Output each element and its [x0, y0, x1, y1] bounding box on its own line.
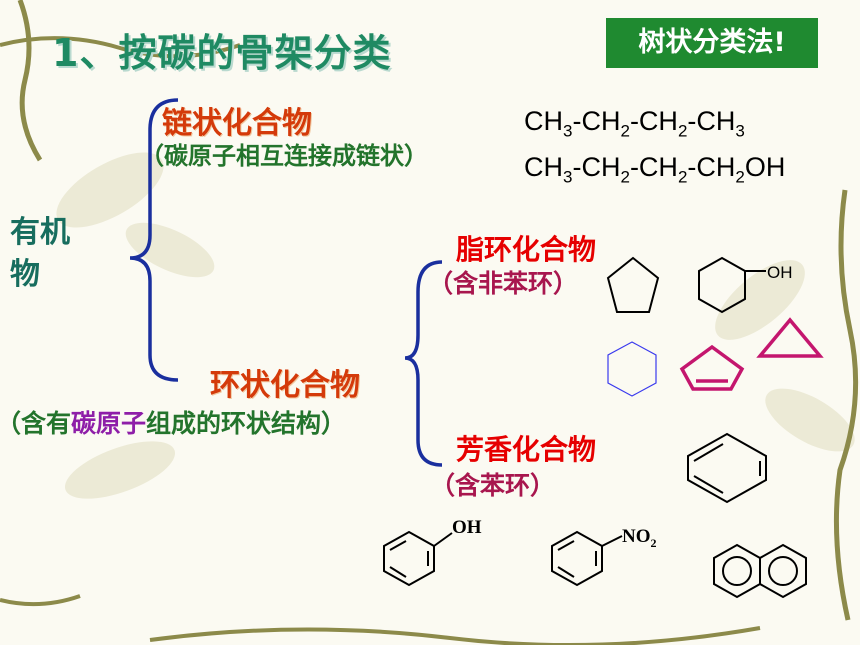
alicyclic-note: （含非苯环）: [428, 269, 579, 298]
aromatic-label: 芳香化合物: [456, 433, 597, 466]
ring-note: （含有碳原子组成的环状结构）: [0, 409, 347, 438]
formula-butane: CH3-CH2-CH2-CH3: [524, 106, 745, 141]
alicyclic-label: 脂环化合物: [456, 233, 597, 266]
naphthalene-structure: [713, 543, 807, 599]
cyclohexanol-structure: [698, 256, 746, 314]
cyclohexanol-oh: OH: [767, 263, 793, 282]
nitro-group: NO2: [622, 526, 657, 550]
formula-butanol: CH3-CH2-CH2-CH2OH: [524, 152, 786, 187]
cyclopentane-structure: [606, 256, 660, 313]
method-badge: 树状分类法!: [606, 18, 818, 68]
chain-note: （碳原子相互连接成链状）: [140, 142, 428, 170]
cyclopropane-structure: [756, 317, 824, 358]
ring-label: 环状化合物: [210, 368, 360, 403]
phenol-oh: OH: [452, 517, 482, 538]
cyclohexane-structure: [607, 341, 657, 397]
benzene-structure: [687, 432, 767, 504]
phenol-structure: OH: [383, 517, 482, 587]
nitrobenzene-structure: NO2: [551, 526, 657, 587]
page-title: 1、按碳的骨架分类: [52, 31, 392, 75]
aromatic-note: （含苯环）: [430, 471, 556, 500]
root-label: 有机物: [10, 215, 70, 292]
cyclopentene-structure: [679, 344, 745, 391]
chain-label: 链状化合物: [162, 106, 312, 141]
